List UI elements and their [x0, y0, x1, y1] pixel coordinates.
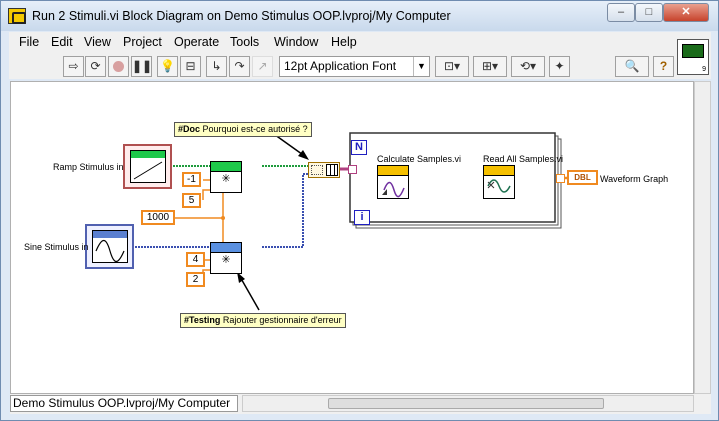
horizontal-scrollbar[interactable]: [242, 395, 694, 412]
retain-wire-values-icon[interactable]: ⊟: [180, 56, 201, 77]
title-bar: Run 2 Stimuli.vi Block Diagram on Demo S…: [1, 1, 718, 31]
vertical-scrollbar[interactable]: [694, 81, 711, 394]
sine-init-method[interactable]: ✳: [210, 242, 242, 274]
menu-bar: File Edit View Project Operate Tools Win…: [9, 32, 711, 52]
auto-index-tunnel[interactable]: [348, 165, 357, 174]
build-array-input-icon: [311, 165, 323, 175]
calculate-samples-icon: [382, 181, 405, 198]
chevron-down-icon: ▼: [413, 57, 429, 76]
waveform-graph-label: Waveform Graph: [600, 174, 669, 184]
ramp-init-method[interactable]: ✳: [210, 161, 242, 193]
array-icon: [326, 164, 338, 176]
distribute-objects-icon[interactable]: ⊞▾: [473, 56, 507, 77]
constant-2[interactable]: 2: [186, 272, 205, 287]
horizontal-scroll-thumb[interactable]: [328, 398, 604, 409]
menu-operate[interactable]: Operate: [174, 35, 220, 49]
step-over-icon[interactable]: ↷: [229, 56, 250, 77]
project-context-path[interactable]: Demo Stimulus OOP.lvproj/My Computer: [10, 395, 238, 412]
constant-neg1[interactable]: -1: [182, 172, 201, 187]
pause-icon[interactable]: ❚❚: [131, 56, 152, 77]
block-diagram-canvas[interactable]: Ramp Stimulus in Sine Stimulus in #Doc P…: [10, 81, 694, 394]
connector-pane-icon[interactable]: 9: [677, 39, 709, 75]
comment-arrows: [238, 131, 307, 311]
vi-icon-graph: [682, 44, 704, 58]
output-tunnel[interactable]: [556, 174, 565, 183]
menu-file[interactable]: File: [19, 35, 40, 49]
testing-comment-text: Rajouter gestionnaire d'erreur: [222, 315, 342, 325]
font-selector[interactable]: 12pt Application Font ▼: [279, 56, 430, 77]
sine-init-banner: [211, 243, 241, 253]
minimize-button[interactable]: –: [607, 3, 635, 22]
maximize-button[interactable]: □: [635, 3, 663, 22]
step-out-icon[interactable]: ↗: [252, 56, 273, 77]
calculate-samples-subvi[interactable]: [377, 165, 409, 199]
highlight-execution-icon[interactable]: 💡: [157, 56, 178, 77]
doc-comment-text: Pourquoi est-ce autorisé ?: [202, 124, 308, 134]
calculate-samples-banner: [378, 166, 408, 176]
step-into-icon[interactable]: ↳: [206, 56, 227, 77]
font-selector-label: 12pt Application Font: [284, 59, 397, 73]
waveform-graph-terminal[interactable]: DBL: [567, 170, 598, 185]
constant-5[interactable]: 5: [182, 193, 201, 208]
ramp-stimulus-control[interactable]: [123, 144, 172, 189]
menu-edit[interactable]: Edit: [51, 35, 73, 49]
ramp-stimulus-label: Ramp Stimulus in: [53, 162, 124, 172]
calculate-samples-label: Calculate Samples.vi: [377, 154, 462, 164]
search-icon[interactable]: 🔍: [615, 56, 649, 77]
abort-icon[interactable]: [108, 56, 129, 77]
sine-class-wire: [132, 173, 308, 248]
testing-comment[interactable]: #Testing Rajouter gestionnaire d'erreur: [180, 313, 346, 328]
sine-icon: [92, 230, 128, 263]
ramp-init-banner: [211, 162, 241, 172]
loop-iteration-terminal: i: [354, 210, 370, 225]
menu-project[interactable]: Project: [123, 35, 162, 49]
run-continuously-icon[interactable]: ⟳: [85, 56, 106, 77]
constant-4[interactable]: 4: [186, 252, 205, 267]
read-all-samples-icon: [487, 179, 511, 193]
dbl-label: DBL: [574, 173, 591, 182]
doc-comment-tag: #Doc: [178, 124, 201, 134]
window-title: Run 2 Stimuli.vi Block Diagram on Demo S…: [32, 9, 451, 23]
labview-app-icon: [8, 8, 26, 24]
clean-up-diagram-icon[interactable]: ✦: [549, 56, 570, 77]
reorder-icon[interactable]: ⟲▾: [511, 56, 545, 77]
init-icon: ✳: [221, 254, 231, 266]
context-help-icon[interactable]: ?: [653, 56, 674, 77]
connector-pane-number: 9: [702, 66, 706, 73]
menu-window[interactable]: Window: [274, 35, 319, 49]
read-all-samples-label: Read All Samples.vi: [483, 154, 564, 164]
constant-1000[interactable]: 1000: [141, 210, 175, 225]
align-objects-icon[interactable]: ⊡▾: [435, 56, 469, 77]
run-arrow-icon[interactable]: ⇨: [63, 56, 84, 77]
toolbar: ⇨ ⟳ ❚❚ 💡 ⊟ ↳ ↷ ↗ 12pt Application Font ▼…: [9, 52, 711, 79]
wire-junction: [221, 216, 225, 220]
doc-comment[interactable]: #Doc Pourquoi est-ce autorisé ?: [174, 122, 312, 137]
close-button[interactable]: ✕: [663, 3, 709, 22]
menu-tools[interactable]: Tools: [230, 35, 260, 49]
read-all-samples-banner: [484, 166, 514, 176]
init-icon: ✳: [221, 173, 231, 185]
loop-count-terminal[interactable]: N: [351, 140, 367, 155]
status-bar: Demo Stimulus OOP.lvproj/My Computer: [10, 394, 711, 414]
sine-stimulus-label: Sine Stimulus in: [24, 242, 89, 252]
build-array-node[interactable]: [308, 162, 340, 178]
sine-stimulus-control[interactable]: [85, 224, 134, 269]
read-all-samples-subvi[interactable]: [483, 165, 515, 199]
ramp-icon: [130, 150, 166, 183]
testing-comment-tag: #Testing: [184, 315, 221, 325]
menu-view[interactable]: View: [84, 35, 111, 49]
menu-help[interactable]: Help: [331, 35, 357, 49]
